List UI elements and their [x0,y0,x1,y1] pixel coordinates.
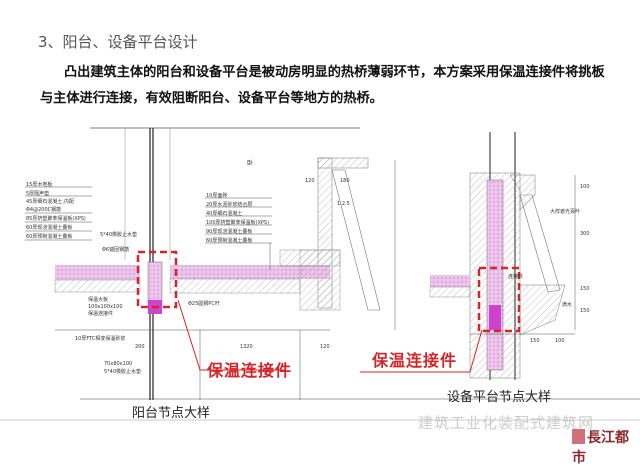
drawing-annotation: 120 [305,178,315,184]
drawing-annotation: 保温连接件 [88,310,113,317]
drawing-annotation: 200 [135,344,145,350]
balcony-node-detail: 15厚木地板 5厚隔声垫 45厚细石混凝土,内配 Φ4@200C钢筋 85厚挤塑… [25,127,381,400]
drawing-annotation: 150 [530,338,540,344]
drawing-annotation: 100 [555,338,565,344]
description-paragraph: 凸出建筑主体的阳台和设备平台是被动房明显的热桥薄弱环节，本方案采用保温连接件将挑… [40,65,605,106]
construction-drawings: 15厚木地板 5厚隔声垫 45厚细石混凝土,内配 Φ4@200C钢筋 85厚挤塑… [0,127,640,421]
layer-label: 10厚面砖 [206,192,227,199]
layer-label: 60厚现浇混凝土叠板 [26,224,72,231]
drawing-annotation: 150 [580,286,590,292]
equipment-platform-node-detail: 大样遮光百叶 连接件 滴水 100 300 150 150 100 150 [360,132,590,380]
layer-label: 5厚隔声垫 [26,190,49,197]
logo: 長江都市 [572,427,640,467]
drawing-annotation: 大样遮光百叶 [550,208,580,215]
drawing-annotation: 120 [320,344,330,350]
drawing-annotation: 5*40橡胶止水垫 [104,368,141,375]
drawing-annotation: 滴水 [562,301,572,308]
drawing-annotation: Φ6锚固钢筋 [102,246,129,253]
platform-caption: 设备平台节点大样 [447,390,552,405]
layer-label: Φ4@200C钢筋 [26,206,61,213]
drawing-annotation: 10厚FTC相变保温砂浆 [75,335,125,342]
drawing-annotation: 5*40橡胶止水垫 [100,231,137,238]
drawing-annotation: 100x100x100 [88,304,123,310]
layer-label: 60厚预制混凝土叠板 [206,237,252,244]
layer-label: 100厚挤塑聚苯保温板(XPS) [206,219,269,226]
callout-box [136,250,178,309]
layer-label: 20厚水泥砂浆结合层 [206,201,252,208]
layer-label: 40厚细石混凝土 [206,210,242,217]
right-connector-callout: 保温连接件 [372,351,458,370]
connector-block [489,305,501,330]
logo-mark-icon [572,429,585,444]
drawing-annotation: 180 [340,178,350,184]
layer-label: 15厚木地板 [26,181,52,188]
drawing-annotation: 100 [580,184,590,190]
drawing-annotation: 300 [580,231,590,237]
drawing-annotation: 1320 [240,344,253,350]
layer-label: 60厚预制混凝土叠板 [26,233,72,240]
callout-box [477,266,521,333]
drawing-annotation: 70x80x100 [104,361,132,367]
drawing-annotation: 1:2.5 [337,201,350,207]
section-title: 3、阳台、设备平台设计 [38,33,198,51]
layer-label: 85厚挤塑聚苯保温板(XPS) [26,215,86,222]
watermark: 建筑工业化装配式建筑网 [418,414,595,432]
drawing-annotation: 连接件 [508,273,523,280]
drawing-annotation: 保温大板 [88,296,108,303]
balcony-caption: 阳台节点大样 [132,406,211,421]
drawing-annotation: 150 [580,308,590,314]
left-connector-callout: 保温连接件 [207,361,293,380]
drawing-annotation: Φ25圆钢PC杆 [188,300,220,307]
layer-label: 45厚细石混凝土,内配 [26,198,74,205]
layer-label: 90厚现浇混凝土叠板 [206,228,252,235]
room-label: 卧 [247,159,253,167]
